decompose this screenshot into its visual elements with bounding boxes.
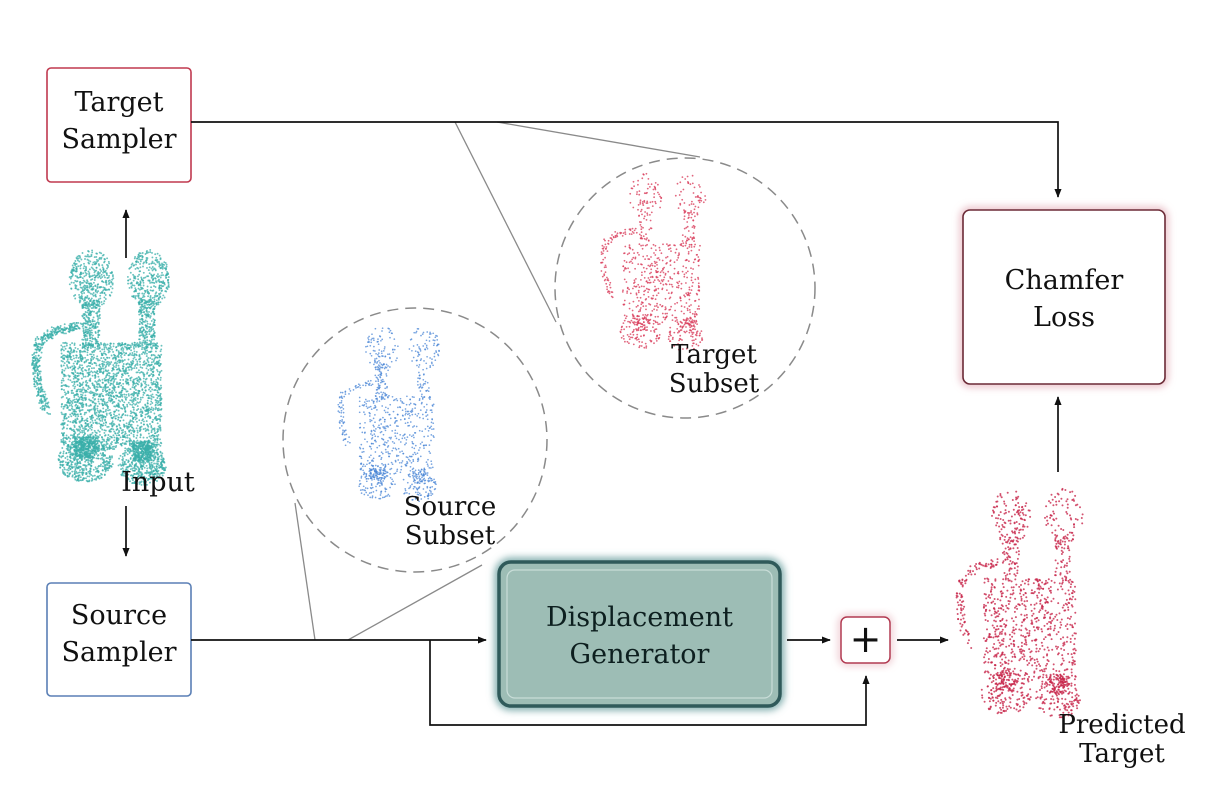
source-subset-circle [282, 307, 548, 573]
source-subset-label-line1: Source [403, 492, 497, 522]
arrow-target-sampler-to-chamfer [191, 121, 1062, 198]
input-label: Input [121, 467, 195, 498]
target-sampler-box [46, 67, 192, 183]
chamfer-loss-label: Chamfer Loss [963, 262, 1165, 336]
predicted-target-point-cloud [955, 487, 1084, 719]
predicted-target-label-line2: Target [1079, 739, 1165, 769]
plus-box [840, 616, 891, 664]
displacement-generator-label: Displacement Generator [499, 599, 780, 673]
target-sampler-label-line2: Sampler [61, 124, 177, 155]
target-subset-label-line2: Subset [668, 369, 760, 399]
target-subset-label: Target Subset [660, 341, 768, 399]
chamfer-loss-label-line1: Chamfer [1004, 265, 1124, 296]
displacement-generator-box [497, 560, 782, 708]
plus-symbol: + [849, 617, 882, 661]
chamfer-loss-box [962, 209, 1166, 385]
source-subset-label: Source Subset [396, 493, 504, 551]
target-sampler-label: Target Sampler [47, 84, 191, 158]
zoom-line-source-1 [294, 502, 316, 641]
zoom-line-target-1 [454, 121, 557, 323]
displacement-generator-inner [506, 569, 773, 699]
displacement-generator-label-line1: Displacement [545, 602, 734, 633]
target-sampler-label-line1: Target [74, 87, 164, 118]
predicted-target-label: Predicted Target [1052, 711, 1192, 769]
source-subset-point-cloud [337, 327, 440, 503]
zoom-line-source-2 [347, 564, 483, 641]
input-point-cloud [31, 248, 170, 486]
target-subset-circle [554, 157, 816, 419]
target-subset-label-line1: Target [671, 340, 757, 370]
displacement-generator-label-line2: Generator [569, 639, 710, 670]
source-sampler-label: Source Sampler [47, 597, 191, 671]
predicted-target-label-line1: Predicted [1058, 710, 1186, 740]
target-subset-point-cloud [600, 172, 707, 351]
skip-connection-to-plus [429, 640, 870, 726]
zoom-line-target-2 [496, 121, 701, 158]
source-sampler-label-line1: Source [70, 600, 168, 631]
source-sampler-label-line2: Sampler [61, 637, 177, 668]
chamfer-loss-label-line2: Loss [1033, 302, 1095, 333]
source-subset-label-line2: Subset [404, 521, 496, 551]
